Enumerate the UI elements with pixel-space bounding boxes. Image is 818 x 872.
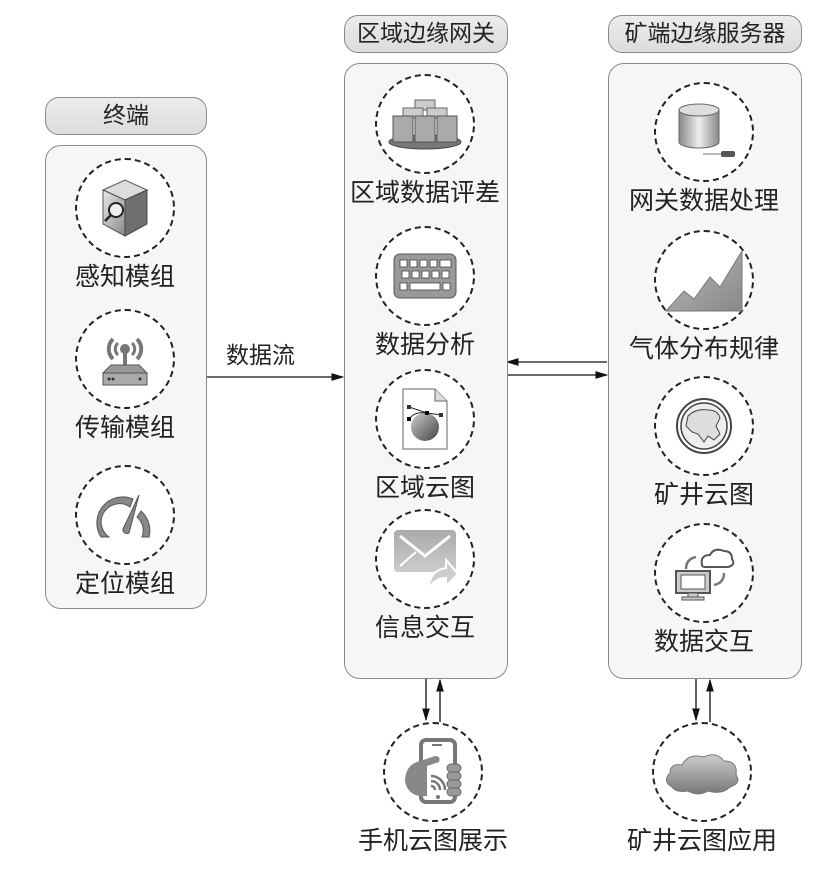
hand-phone-icon xyxy=(405,738,462,804)
sensor-box-magnifier-icon xyxy=(101,179,149,237)
node-label: 区域云图 xyxy=(374,473,475,502)
node-label: 数据分析 xyxy=(374,330,475,359)
node-regional-data-eval[interactable]: 区域数据评差 xyxy=(345,74,505,210)
server-header: 矿端边缘服务器 xyxy=(608,15,802,53)
node-label: 矿井云图 xyxy=(653,480,754,509)
node-transmission-module[interactable]: 传输模组 xyxy=(45,309,205,445)
node-label: 定位模组 xyxy=(74,569,175,598)
node-positioning-module[interactable]: 定位模组 xyxy=(45,465,205,601)
node-info-interaction[interactable]: 信息交互 xyxy=(345,509,505,645)
gauge-icon xyxy=(96,494,151,538)
keyboard-icon xyxy=(393,253,457,299)
node-data-analysis[interactable]: 数据分析 xyxy=(345,226,505,362)
node-gateway-data-processing[interactable]: 网关数据处理 xyxy=(624,82,784,218)
node-label: 传输模组 xyxy=(74,413,175,442)
node-label: 区域数据评差 xyxy=(349,178,500,207)
node-label: 气体分布规律 xyxy=(628,334,779,363)
node-label: 手机云图展示 xyxy=(357,826,508,855)
database-icon xyxy=(678,103,735,157)
computer-cloud-sync-icon xyxy=(675,548,735,601)
node-label: 数据交互 xyxy=(653,627,754,656)
area-chart-icon xyxy=(664,249,743,312)
server-cluster-icon xyxy=(388,99,462,150)
node-label: 矿井云图应用 xyxy=(626,826,777,855)
gateway-header: 区域边缘网关 xyxy=(344,15,508,53)
node-label: 信息交互 xyxy=(374,613,475,642)
node-label: 感知模组 xyxy=(74,262,175,291)
node-sensing-module[interactable]: 感知模组 xyxy=(45,158,205,294)
node-data-interaction[interactable]: 数据交互 xyxy=(624,523,784,659)
node-mobile-cloud-display[interactable]: 手机云图展示 xyxy=(353,722,513,858)
node-gas-distribution[interactable]: 气体分布规律 xyxy=(624,230,784,366)
wireless-router-icon xyxy=(101,337,149,386)
node-mine-cloud-map[interactable]: 矿井云图 xyxy=(624,376,784,512)
globe-icon xyxy=(676,398,732,454)
mail-forward-icon xyxy=(394,530,460,591)
vector-file-icon xyxy=(402,388,448,450)
node-label: 网关数据处理 xyxy=(628,186,779,215)
cloud-icon xyxy=(666,754,739,795)
data-flow-label: 数据流 xyxy=(226,343,295,369)
terminal-header: 终端 xyxy=(45,97,207,135)
node-regional-cloud-map[interactable]: 区域云图 xyxy=(345,369,505,505)
node-mine-cloud-app[interactable]: 矿井云图应用 xyxy=(622,722,782,858)
